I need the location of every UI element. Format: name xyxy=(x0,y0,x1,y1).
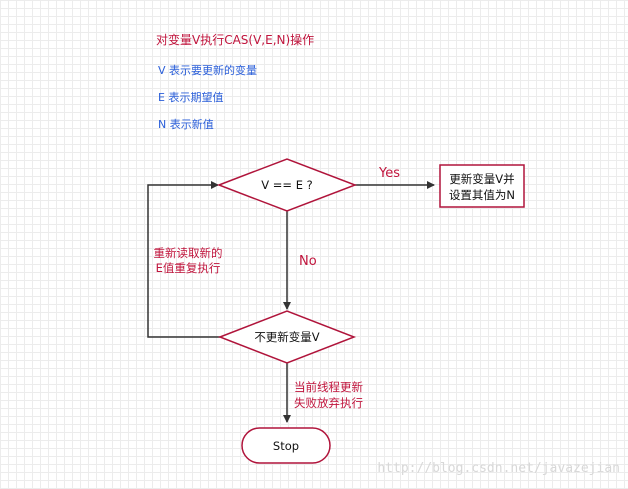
edge-retry-loop xyxy=(147,181,220,338)
retry-label-line1: 重新读取新的 xyxy=(154,246,223,260)
edge-no-label: No xyxy=(299,254,317,269)
note-e: E 表示期望值 xyxy=(158,90,223,104)
action-update-line1: 更新变量V并 xyxy=(449,172,514,186)
edge-yes-label: Yes xyxy=(378,166,400,181)
action-update-box xyxy=(439,164,525,208)
decision-compare-shape xyxy=(216,158,358,212)
diagram-title: 对变量V执行CAS(V,E,N)操作 xyxy=(156,32,314,47)
fail-label-line2: 失败放弃执行 xyxy=(294,396,363,410)
decision-no-update-label: 不更新变量V xyxy=(254,330,319,344)
note-v: V 表示要更新的变量 xyxy=(158,63,257,77)
retry-label-line2: E值重复执行 xyxy=(156,261,221,275)
decision-no-update-shape xyxy=(217,310,357,364)
decision-compare-label: V == E ? xyxy=(261,178,312,192)
watermark: http://blog.csdn.net/javazejian xyxy=(377,461,620,476)
stop-label: Stop xyxy=(273,439,299,453)
stop-terminal xyxy=(241,427,331,464)
fail-label-line1: 当前线程更新 xyxy=(294,380,363,394)
note-n: N 表示新值 xyxy=(158,117,214,131)
action-update-line2: 设置其值为N xyxy=(449,188,515,202)
